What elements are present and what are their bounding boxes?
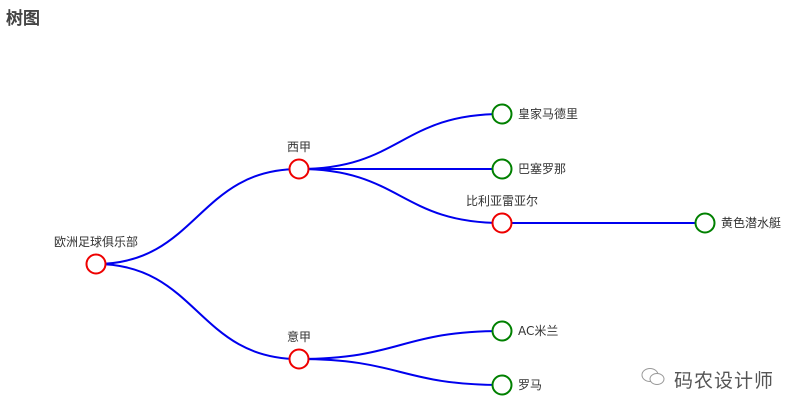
node-label: 罗马 bbox=[518, 378, 542, 392]
node-label: 黄色潜水艇 bbox=[721, 216, 781, 230]
tree-link bbox=[298, 168, 503, 224]
node-label: 欧洲足球俱乐部 bbox=[54, 234, 138, 249]
tree-node[interactable] bbox=[491, 103, 513, 125]
tree-node[interactable] bbox=[288, 348, 310, 370]
tree-link bbox=[298, 113, 503, 170]
tree-node[interactable] bbox=[491, 158, 513, 180]
page-title: 树图 bbox=[6, 9, 40, 29]
node-label: 意甲 bbox=[287, 329, 311, 344]
node-label: AC米兰 bbox=[518, 324, 558, 338]
node-label: 西甲 bbox=[287, 140, 311, 154]
tree-node[interactable] bbox=[491, 212, 513, 234]
node-label: 比利亚雷亚尔 bbox=[466, 193, 538, 208]
tree-link bbox=[95, 168, 300, 265]
watermark-text: 码农设计师 bbox=[674, 370, 775, 392]
tree-node[interactable] bbox=[288, 158, 310, 180]
tree-link bbox=[298, 330, 503, 360]
tree-node[interactable] bbox=[491, 374, 513, 396]
tree-node[interactable] bbox=[85, 253, 107, 275]
tree-link bbox=[298, 358, 503, 386]
tree-node[interactable] bbox=[491, 320, 513, 342]
watermark: 码农设计师 bbox=[640, 366, 774, 393]
node-label: 皇家马德里 bbox=[518, 106, 578, 121]
tree-node[interactable] bbox=[694, 212, 716, 234]
node-label: 巴塞罗那 bbox=[518, 161, 566, 176]
tree-link bbox=[95, 263, 300, 360]
wechat-icon bbox=[640, 367, 666, 392]
